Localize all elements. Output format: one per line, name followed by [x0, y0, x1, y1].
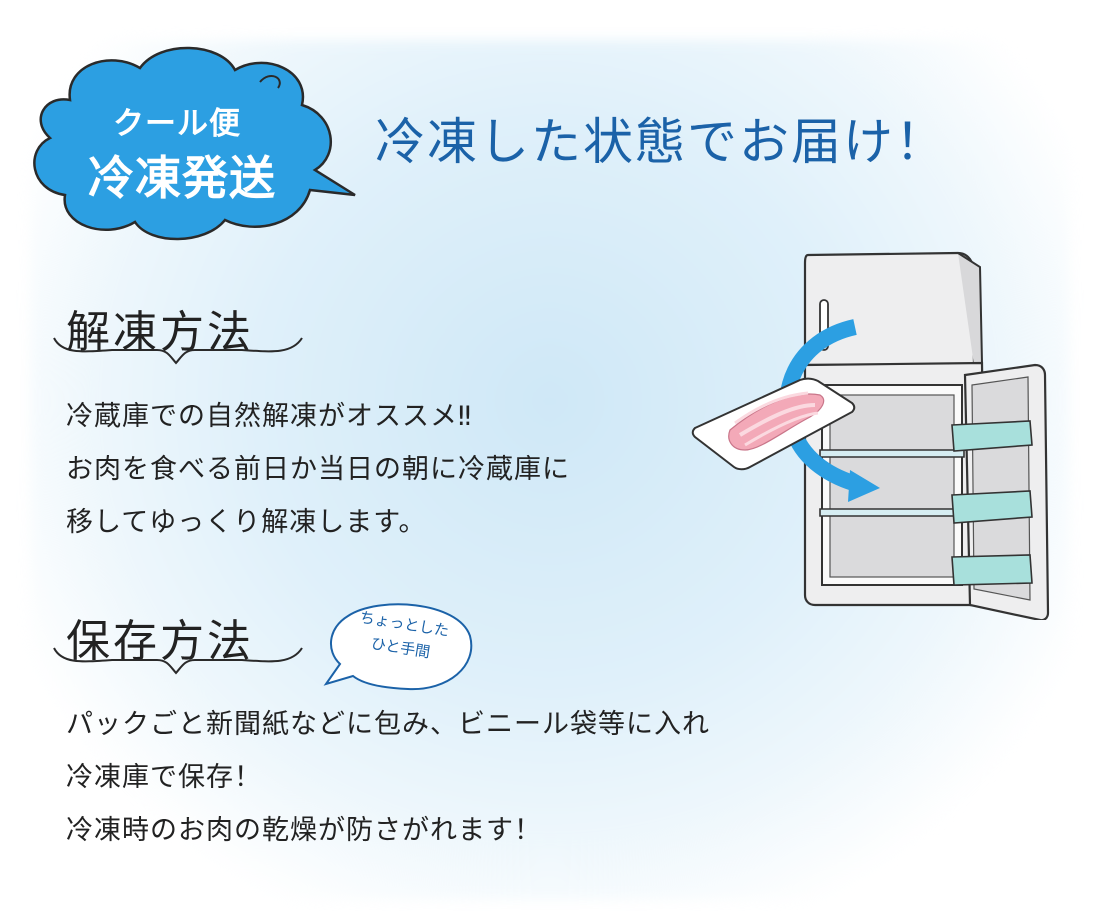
- badge-label-cool-delivery: クール便: [113, 106, 241, 142]
- cloud-bubble-icon: [33, 46, 356, 241]
- cool-delivery-badge: クール便 冷凍発送: [10, 30, 360, 260]
- thaw-line: お肉を食べる前日か当日の朝に冷蔵庫に: [66, 454, 570, 485]
- thaw-method-body: 冷蔵庫での自然解凍がオススメ‼ お肉を食べる前日か当日の朝に冷蔵庫に 移してゆっ…: [66, 390, 570, 549]
- thaw-title-underline-icon: [53, 337, 303, 365]
- tip-speech-bubble-icon: [323, 603, 473, 691]
- refrigerator-illustration-icon: [691, 251, 1050, 620]
- storage-method-body: パックごと新聞紙などに包み、ビニール袋等に入れ 冷凍庫で保存！ 冷凍時のお肉の乾…: [66, 698, 710, 857]
- headline: 冷凍した状態でお届け！: [375, 113, 947, 171]
- badge-label-frozen-shipping: 冷凍発送: [88, 151, 276, 205]
- storage-line: 冷凍庫で保存！: [66, 762, 262, 793]
- thaw-line: 移してゆっくり解凍します。: [66, 507, 427, 538]
- storage-title-underline-icon: [53, 647, 303, 675]
- storage-line: パックごと新聞紙などに包み、ビニール袋等に入れ: [66, 709, 710, 740]
- storage-method-title: 保存方法: [66, 616, 254, 667]
- thaw-line: 冷蔵庫での自然解凍がオススメ‼: [66, 401, 473, 432]
- storage-line: 冷凍時のお肉の乾燥が防さがれます！: [66, 815, 542, 846]
